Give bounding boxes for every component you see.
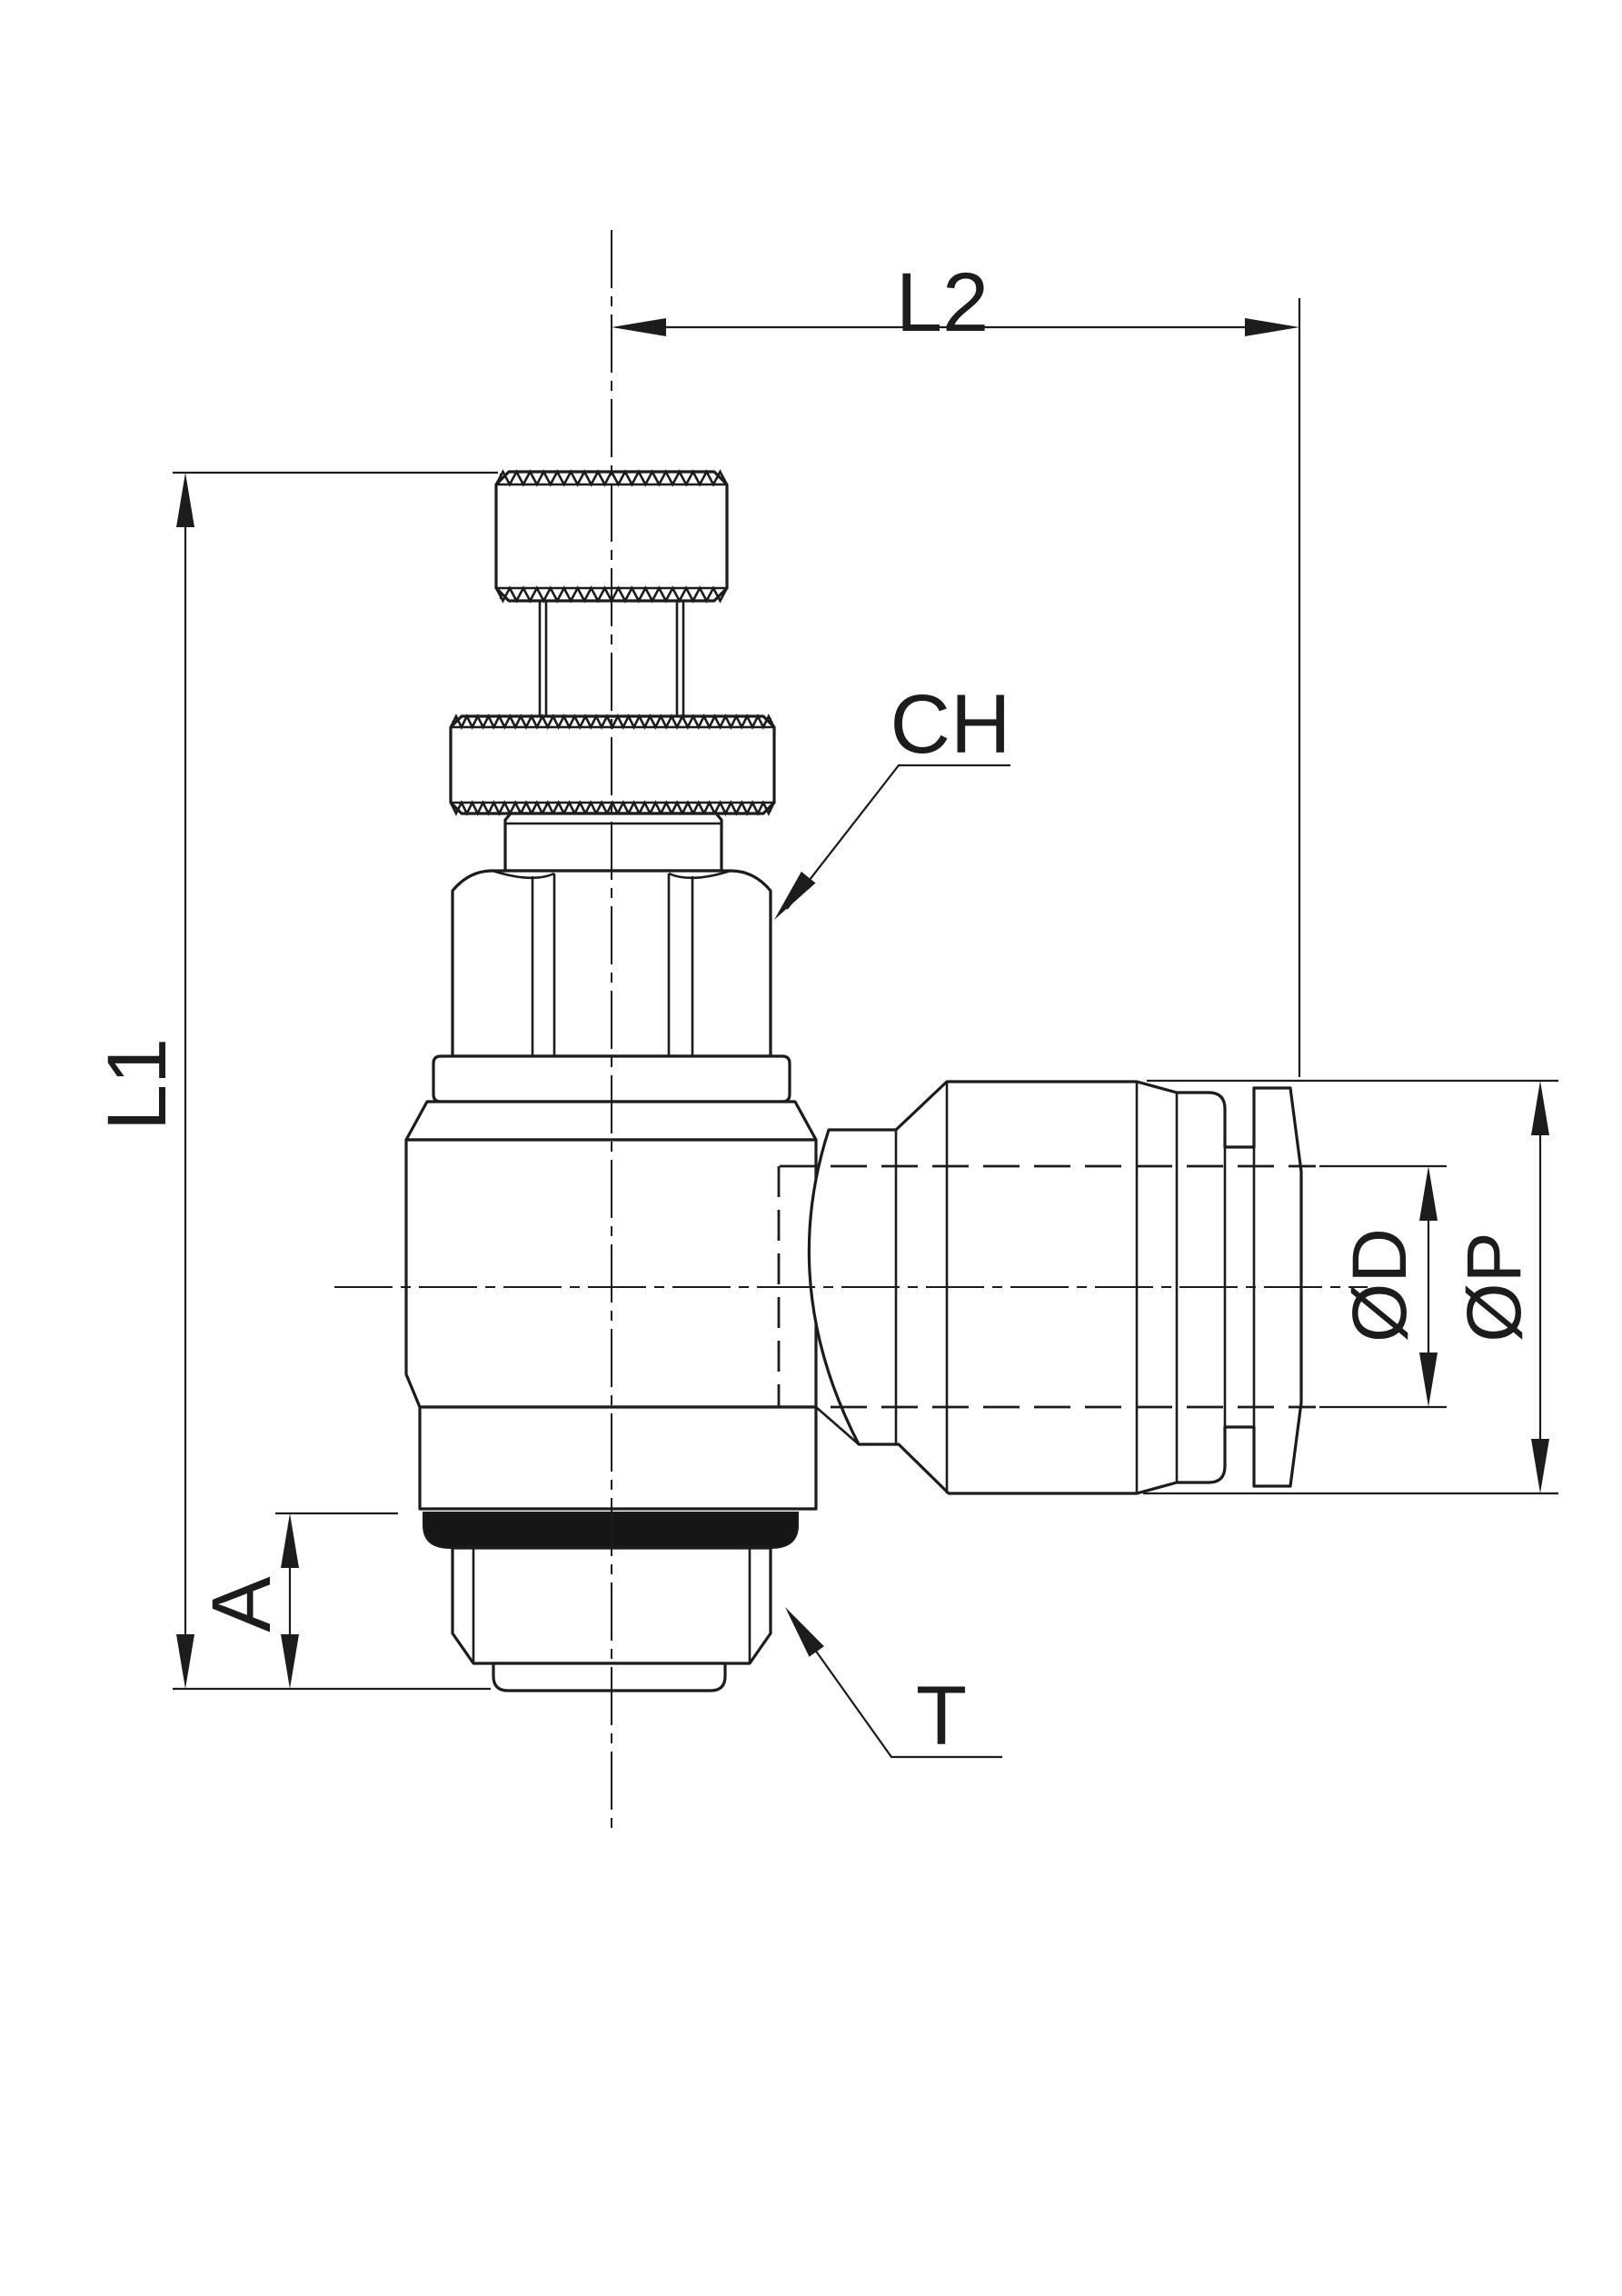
- lock-nut-teeth-bottom: [449, 800, 775, 816]
- callout-label-t: T: [916, 1670, 967, 1762]
- needle-stem: [538, 601, 685, 716]
- a-arrow-top: [281, 1513, 299, 1568]
- dimension-label-l1: L1: [91, 1038, 184, 1131]
- dimension-diameter-d: ØD: [1319, 1164, 1447, 1409]
- dimension-diameter-p: ØP: [1143, 1079, 1558, 1495]
- stem-collar: [503, 812, 723, 873]
- callout-ch: CH: [774, 678, 1010, 920]
- ch-leader-arrow: [774, 871, 816, 920]
- l1-arrow-bottom: [176, 1634, 194, 1689]
- dimension-label-l2: L2: [896, 256, 989, 349]
- dimension-label-diameter-d: ØD: [1337, 1228, 1422, 1343]
- valve-body-lower-band: [418, 1405, 818, 1511]
- l2-arrow-left: [612, 318, 666, 336]
- port-hidden-bore: [777, 1164, 1316, 1409]
- l2-arrow-right: [1245, 318, 1299, 336]
- l1-arrow-top: [176, 473, 194, 527]
- t-leader-arrow: [785, 1607, 824, 1657]
- dimension-label-diameter-p: ØP: [1451, 1232, 1537, 1342]
- centerlines: [334, 230, 1368, 1829]
- a-arrow-bottom: [281, 1634, 299, 1689]
- callout-t: T: [785, 1607, 1002, 1762]
- bottom-cap: [492, 1662, 727, 1692]
- dimension-label-a: A: [195, 1576, 288, 1632]
- op-arrow-top: [1531, 1081, 1549, 1135]
- dimension-l1: L1: [91, 471, 498, 1691]
- op-arrow-bottom: [1531, 1439, 1549, 1493]
- dimension-l2: L2: [612, 256, 1301, 1077]
- od-arrow-top: [1419, 1166, 1438, 1221]
- dimension-a: A: [195, 1512, 398, 1689]
- od-arrow-bottom: [1419, 1353, 1438, 1407]
- callout-label-ch: CH: [891, 678, 1011, 771]
